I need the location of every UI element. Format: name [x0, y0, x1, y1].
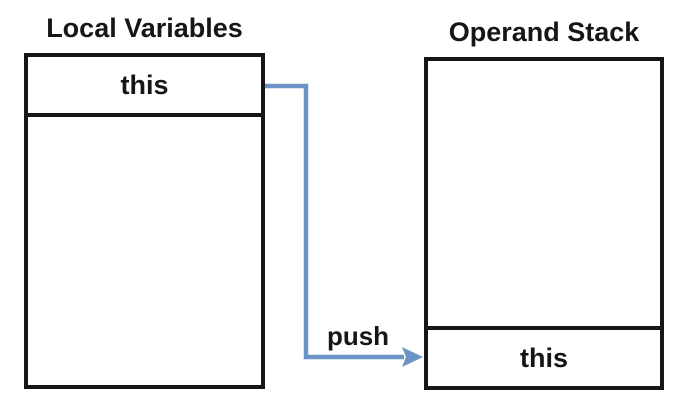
- local-variables-title: Local Variables: [46, 13, 243, 43]
- push-label: push: [326, 321, 390, 351]
- operand-stack-box: this: [424, 57, 664, 390]
- push-arrow-line: [265, 83, 404, 360]
- operand-stack-slot: this: [428, 326, 660, 386]
- operand-stack-title: Operand Stack: [448, 17, 640, 47]
- local-variables-box: this: [24, 53, 265, 389]
- local-variables-slot: this: [28, 57, 261, 117]
- operand-stack-slot-label: this: [519, 342, 568, 373]
- local-variables-slot-label: this: [120, 69, 169, 100]
